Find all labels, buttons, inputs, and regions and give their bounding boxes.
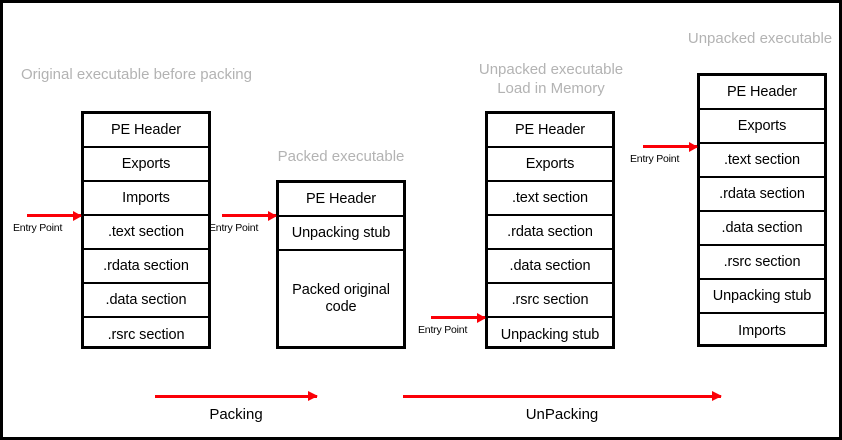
cell-pe-header: PE Header — [279, 183, 403, 217]
entry-point-label-3: Entry Point — [418, 324, 468, 336]
stack-unpacked-executable-memory: PE Header Exports .text section .rdata s… — [485, 111, 615, 349]
cell-data-section: .data section — [488, 250, 612, 284]
cell-exports: Exports — [700, 110, 824, 144]
cell-rdata-section: .rdata section — [700, 178, 824, 212]
cell-data-section: .data section — [84, 284, 208, 318]
unpacking-arrow — [403, 395, 721, 398]
caption-unpacked-executable: Unpacked executable — [687, 30, 833, 47]
cell-unpacking-stub: Unpacking stub — [279, 217, 403, 251]
cell-imports: Imports — [738, 322, 786, 339]
cell-unpacking-stub: Unpacking stub — [700, 280, 824, 314]
entry-point-arrow-3 — [431, 316, 485, 319]
caption-packed-executable: Packed executable — [277, 148, 405, 165]
cell-text-section: .text section — [700, 144, 824, 178]
cell-rsrc-section: .rsrc section — [488, 284, 612, 318]
cell-rdata-section: .rdata section — [488, 216, 612, 250]
cell-imports: Imports — [84, 182, 208, 216]
cell-rsrc-section: .rsrc section — [107, 326, 185, 343]
cell-pe-header: PE Header — [700, 76, 824, 110]
stack-unpacked-executable: PE Header Exports .text section .rdata s… — [697, 73, 827, 347]
cell-text-section: .text section — [84, 216, 208, 250]
unpacking-label: UnPacking — [525, 406, 599, 423]
cell-pe-header: PE Header — [488, 114, 612, 148]
cell-exports: Exports — [488, 148, 612, 182]
cell-text-section: .text section — [488, 182, 612, 216]
stack-packed-executable: PE Header Unpacking stub Packed original… — [276, 180, 406, 349]
caption-unpacked-executable-memory: Unpacked executable Load in Memory — [478, 61, 624, 97]
packing-label: Packing — [209, 406, 263, 423]
cell-rsrc-section: .rsrc section — [700, 246, 824, 280]
cell-pe-header: PE Header — [84, 114, 208, 148]
entry-point-label-1: Entry Point — [13, 222, 63, 234]
entry-point-arrow-4 — [643, 145, 697, 148]
caption-original-executable: Original executable before packing — [21, 66, 252, 83]
cell-exports: Exports — [84, 148, 208, 182]
entry-point-arrow-1 — [27, 214, 81, 217]
cell-unpacking-stub: Unpacking stub — [500, 326, 600, 343]
cell-rdata-section: .rdata section — [84, 250, 208, 284]
entry-point-label-4: Entry Point — [630, 153, 680, 165]
entry-point-label-2: Entry Point — [209, 222, 259, 234]
stack-original-executable: PE Header Exports Imports .text section … — [81, 111, 211, 349]
packing-arrow — [155, 395, 317, 398]
cell-data-section: .data section — [700, 212, 824, 246]
entry-point-arrow-2 — [222, 214, 276, 217]
cell-packed-original-code: Packed original code — [292, 281, 390, 315]
